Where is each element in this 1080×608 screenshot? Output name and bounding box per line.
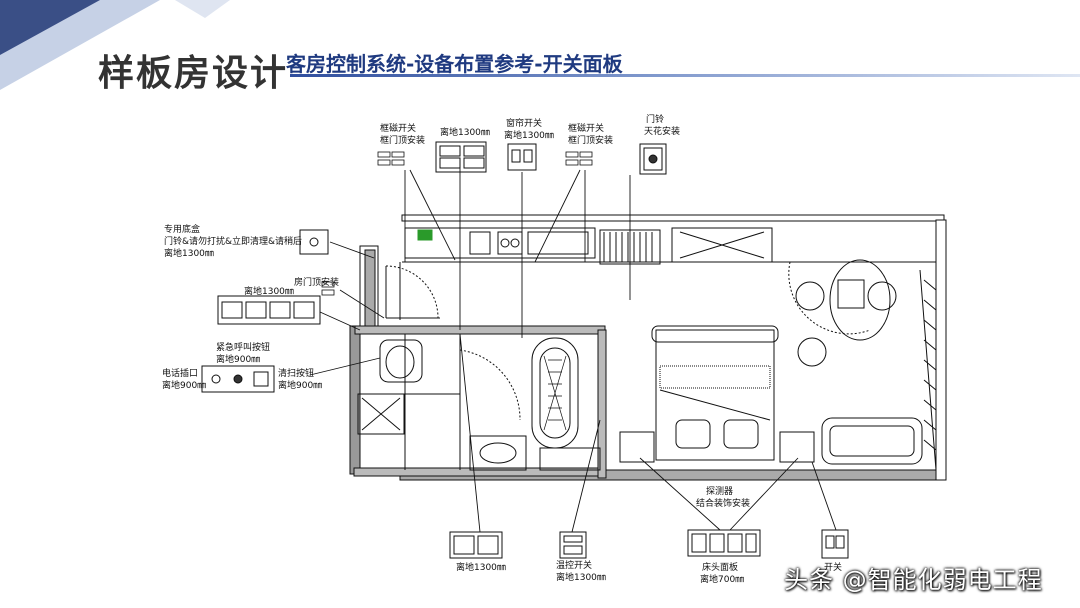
outer-walls: [349, 214, 947, 481]
label-doorbell-2: 天花安装: [644, 125, 680, 137]
label-thermostat-1: 温控开关: [556, 559, 592, 571]
label-door-mag-right-1: 框磁开关: [568, 122, 604, 134]
leader-lines: [309, 168, 837, 533]
label-bedside-panel-2: 离地700㎜: [700, 573, 744, 585]
label-door-mag-left-1: 框磁开关: [380, 122, 416, 134]
label-room-door-top: 房门顶安装: [294, 276, 339, 288]
label-height-1300-top: 离地1300㎜: [440, 126, 490, 138]
label-special-box-1: 专用底盒: [164, 223, 200, 235]
label-special-box-3: 离地1300㎜: [164, 247, 214, 259]
lounge-furniture: [788, 259, 937, 471]
label-door-mag-left-2: 框门顶安装: [380, 134, 425, 146]
label-sensor-2: 结合装饰安装: [696, 497, 750, 509]
door-magnetic-sensors: [321, 151, 593, 296]
label-thermostat-2: 离地1300㎜: [556, 571, 606, 583]
page-title: 样板房设计: [98, 53, 289, 94]
label-phone-port-2: 离地900㎜: [162, 379, 206, 391]
label-emergency-call-1: 紧急呼叫按钮: [216, 341, 270, 353]
bathroom: [357, 334, 601, 471]
entrance-door: [385, 265, 440, 319]
page-subtitle: 客房控制系统-设备布置参考-开关面板: [286, 52, 623, 76]
label-emergency-call-2: 离地900㎜: [216, 353, 260, 365]
switch-panels: [201, 141, 849, 559]
corner-decoration: [0, 0, 230, 90]
bed: [619, 325, 815, 463]
top-counter: [404, 227, 773, 265]
label-door-mag-right-2: 框门顶安装: [568, 134, 613, 146]
label-doorbell-1: 门铃: [646, 113, 664, 125]
label-curtain-switch-1: 窗帘开关: [506, 117, 542, 129]
label-height-1300-left: 离地1300㎜: [244, 285, 294, 297]
label-cleaning-button-1: 清扫按钮: [278, 367, 314, 379]
label-phone-port-1: 电话插口: [162, 367, 198, 379]
title-rule: [290, 74, 1080, 77]
label-curtain-switch-2: 离地1300㎜: [504, 129, 554, 141]
label-bedside-panel-1: 床头面板: [702, 561, 738, 573]
watermark: 头条 @智能化弱电工程: [784, 566, 1043, 594]
label-sensor-1: 探测器: [706, 485, 733, 497]
label-side-switch: 开关: [824, 561, 842, 573]
label-cleaning-button-2: 离地900㎜: [278, 379, 322, 391]
label-height-1300-bottom: 离地1300㎜: [456, 561, 506, 573]
label-special-box-2: 门铃&请勿打扰&立即清理&请稍后: [164, 235, 302, 247]
